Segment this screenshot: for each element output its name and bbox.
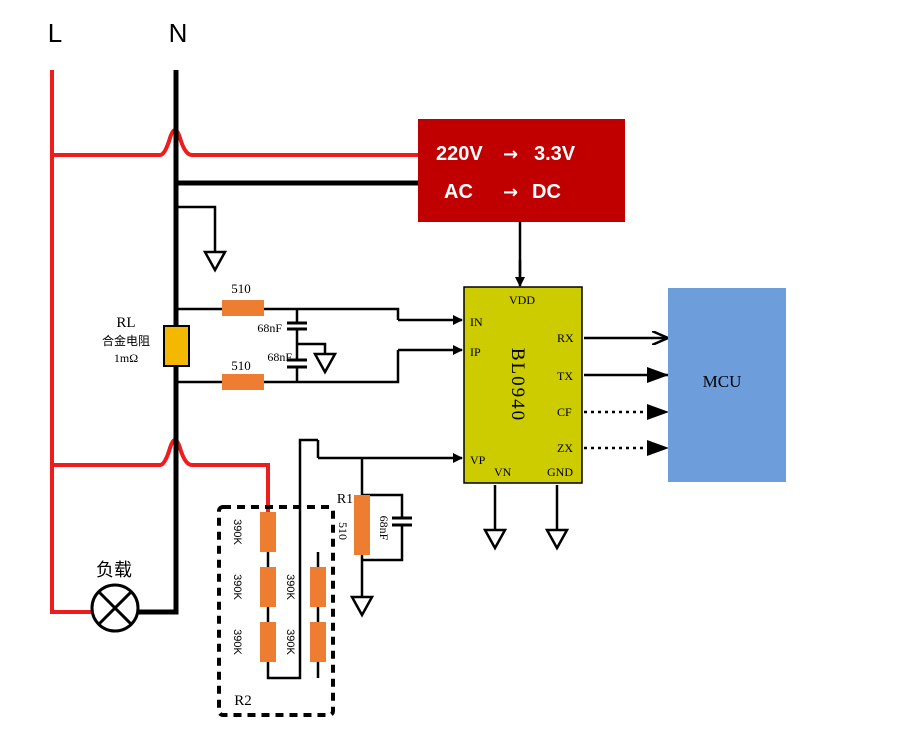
signal-wires	[176, 205, 559, 680]
shunt-name: RL	[116, 315, 135, 331]
pin-zx: ZX	[557, 441, 573, 455]
r2-resistor	[260, 567, 276, 607]
load: 负载	[90, 560, 140, 633]
psu-arrow-2: →	[503, 182, 518, 203]
r1-value: 510	[336, 522, 350, 540]
pin-gnd: GND	[547, 465, 573, 479]
mcu-label: MCU	[703, 372, 742, 391]
r1-resistor	[354, 495, 370, 555]
capacitor-bottom-value: 68nF	[267, 350, 292, 364]
ground-icon	[202, 250, 228, 273]
psu-arrow-1: →	[503, 144, 518, 165]
ground-icon	[544, 528, 570, 551]
resistor-bottom	[222, 374, 264, 390]
pin-vp: VP	[470, 453, 486, 467]
r2-value-5: 390K	[284, 629, 296, 655]
ground-icon	[312, 352, 338, 375]
voltage-divider: 390K 390K 390K 390K 390K R1 510 68nF R2	[217, 492, 391, 717]
r2-value-4: 390K	[284, 574, 296, 600]
shunt-desc: 合金电阻	[102, 333, 150, 348]
psu-input-voltage: 220V	[436, 143, 483, 165]
r1-name: R1	[337, 492, 353, 507]
capacitor-top-value: 68nF	[257, 321, 282, 335]
ground-icon	[349, 595, 375, 618]
filter-capacitors	[287, 321, 412, 527]
r2-resistor	[260, 622, 276, 662]
r2-box	[217, 505, 335, 717]
mcu-block: MCU	[668, 288, 786, 482]
chip-name: BL0940	[507, 348, 528, 422]
r2-resistor	[310, 567, 326, 607]
line-rail-label: L	[48, 18, 62, 48]
pin-vdd: VDD	[509, 293, 535, 307]
resistor-bottom-value: 510	[231, 358, 251, 373]
bl0940-chip: BL0940 VDD IN IP VP VN GND RX TX CF ZX	[463, 286, 583, 484]
pin-vn: VN	[494, 465, 512, 479]
pin-cf: CF	[557, 405, 572, 419]
pin-in: IN	[470, 315, 483, 329]
resistor-top-value: 510	[231, 281, 251, 296]
neutral-wires	[138, 70, 420, 615]
r2-value-2: 390K	[231, 574, 243, 600]
neutral-rail-label: N	[169, 18, 188, 48]
ground-icons	[202, 250, 570, 618]
r2-value-1: 390K	[231, 519, 243, 545]
chip-arrows	[398, 260, 669, 463]
pin-tx: TX	[557, 369, 573, 383]
psu-output-voltage: 3.3V	[534, 143, 576, 165]
resistor-top	[222, 300, 264, 316]
r2-resistor	[310, 622, 326, 662]
filter-resistors: 510 510 68nF 68nF	[222, 281, 292, 390]
load-label: 负载	[96, 560, 132, 581]
psu-output-type: DC	[532, 181, 561, 203]
power-supply-block: 220V → 3.3V AC → DC	[418, 119, 625, 222]
r2-resistor	[260, 512, 276, 552]
shunt-value: 1mΩ	[114, 351, 138, 365]
psu-input-type: AC	[444, 181, 473, 203]
pin-rx: RX	[557, 331, 574, 345]
ground-icon	[482, 528, 508, 551]
r2-value-3: 390K	[231, 629, 243, 655]
shunt-resistor: RL 合金电阻 1mΩ	[102, 315, 190, 367]
r2-name: R2	[234, 693, 252, 709]
pin-ip: IP	[470, 345, 481, 359]
divider-capacitor-value: 68nF	[377, 516, 391, 541]
